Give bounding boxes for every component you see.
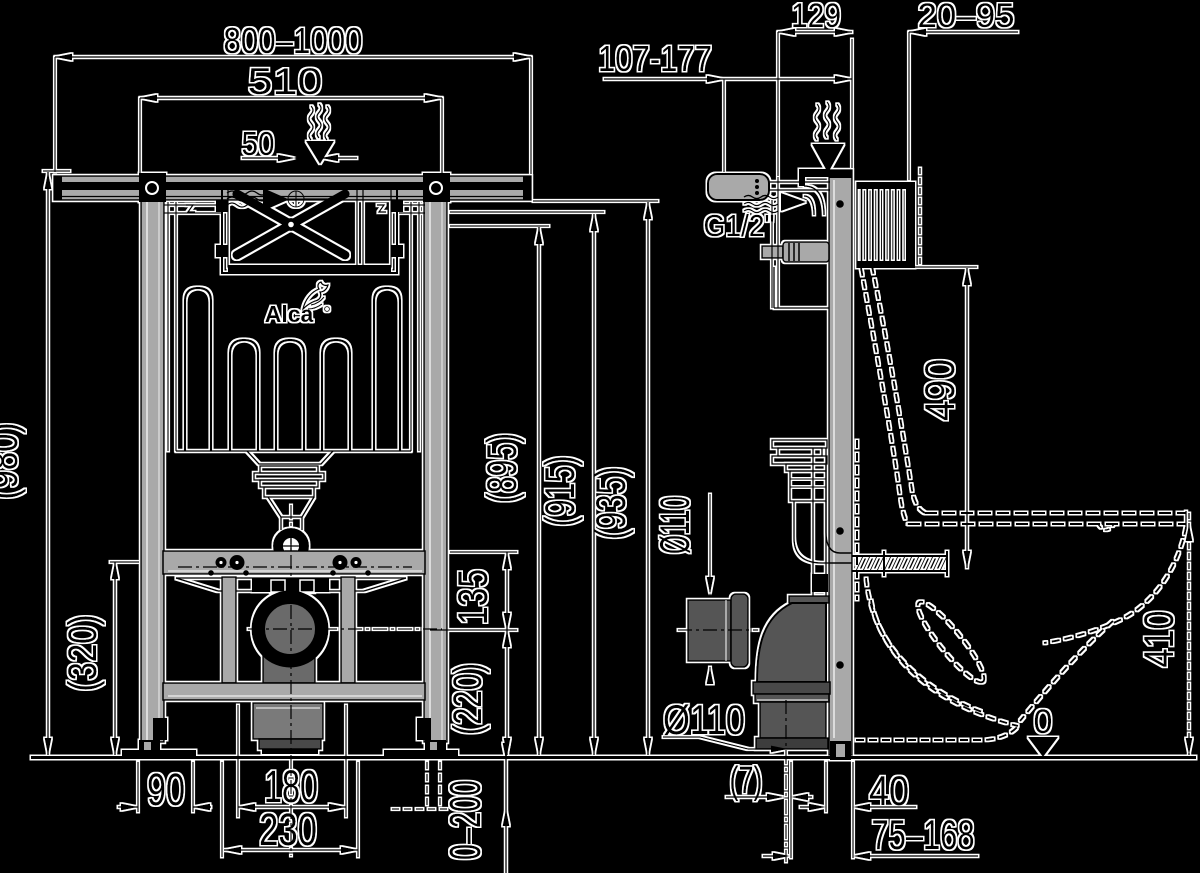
svg-text:40: 40 (869, 767, 909, 814)
svg-text:90: 90 (147, 764, 185, 815)
svg-text:800–1000: 800–1000 (224, 20, 363, 61)
svg-text:(935): (935) (587, 467, 634, 540)
svg-text:Ø110: Ø110 (663, 696, 745, 743)
svg-text:0–200: 0–200 (441, 780, 490, 860)
svg-text:0: 0 (1034, 703, 1053, 741)
svg-text:(320): (320) (61, 615, 105, 692)
svg-text:510: 510 (248, 61, 323, 102)
svg-text:20–95: 20–95 (918, 0, 1015, 35)
svg-text:Alca: Alca (265, 301, 314, 327)
svg-text:(980): (980) (0, 423, 26, 500)
svg-text:50: 50 (242, 125, 275, 162)
svg-text:135: 135 (449, 569, 496, 625)
svg-text:(220): (220) (446, 663, 490, 735)
svg-text:490: 490 (916, 359, 963, 421)
svg-text:230: 230 (259, 804, 317, 855)
svg-text:(915): (915) (536, 456, 583, 527)
svg-text:Ø110: Ø110 (651, 496, 698, 554)
svg-text:410: 410 (1135, 611, 1182, 668)
svg-text:(7): (7) (730, 760, 763, 802)
svg-text:(895): (895) (478, 433, 525, 503)
svg-text:180: 180 (264, 761, 318, 812)
svg-text:107-177: 107-177 (598, 38, 712, 79)
svg-text:75–168: 75–168 (872, 811, 975, 858)
svg-text:129: 129 (791, 0, 841, 35)
svg-text:G1/2": G1/2" (704, 208, 775, 243)
